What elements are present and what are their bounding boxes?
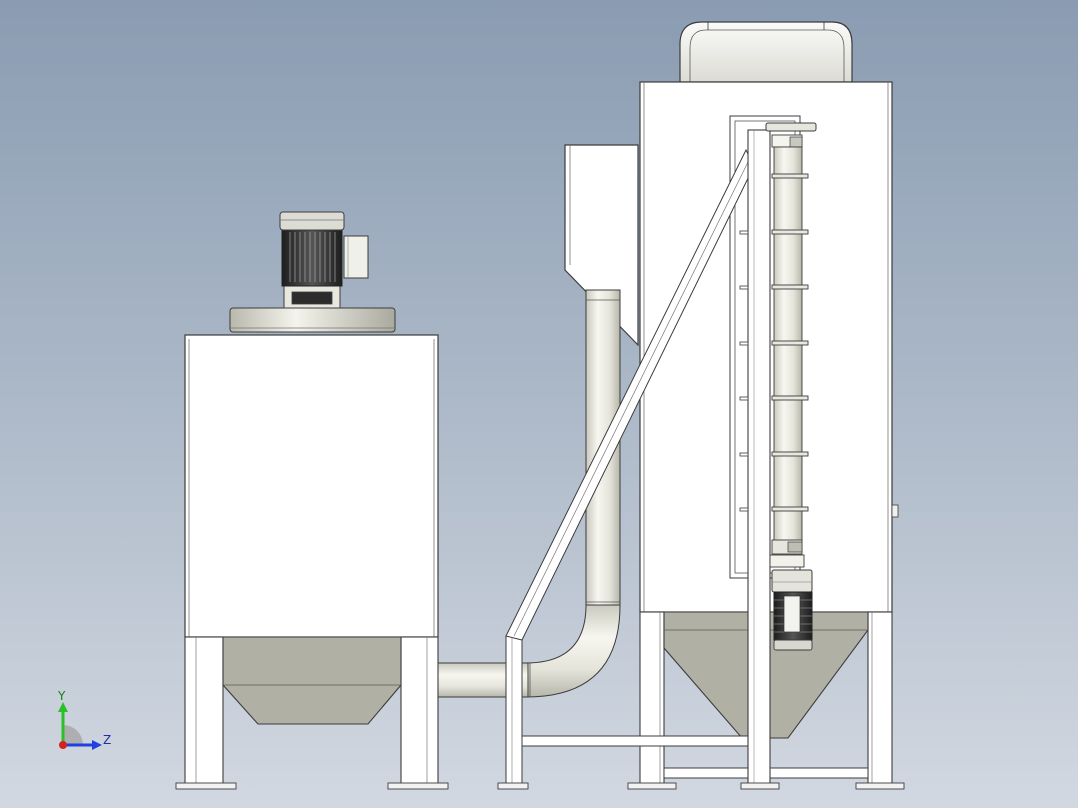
left-top-flange: [229, 307, 396, 333]
triad-z-label: Z: [103, 733, 111, 747]
triad-y-arrowhead: [58, 702, 68, 712]
triad-z-arrowhead: [92, 740, 102, 750]
side-latch: [891, 504, 899, 518]
view-orientation-triad[interactable]: Y Z: [57, 689, 111, 750]
terminal-box: [343, 235, 369, 279]
left-drive-motor: [279, 211, 369, 309]
triad-y-label: Y: [57, 689, 66, 703]
left-cabinet: [175, 334, 449, 790]
top-collection-tank: [679, 21, 853, 83]
left-hopper: [222, 636, 402, 725]
screw-conveyor: [739, 122, 817, 790]
conveyor-drive-motor: [771, 569, 813, 651]
triad-quadrant: [63, 725, 83, 745]
triad-x-axis: [59, 741, 67, 749]
